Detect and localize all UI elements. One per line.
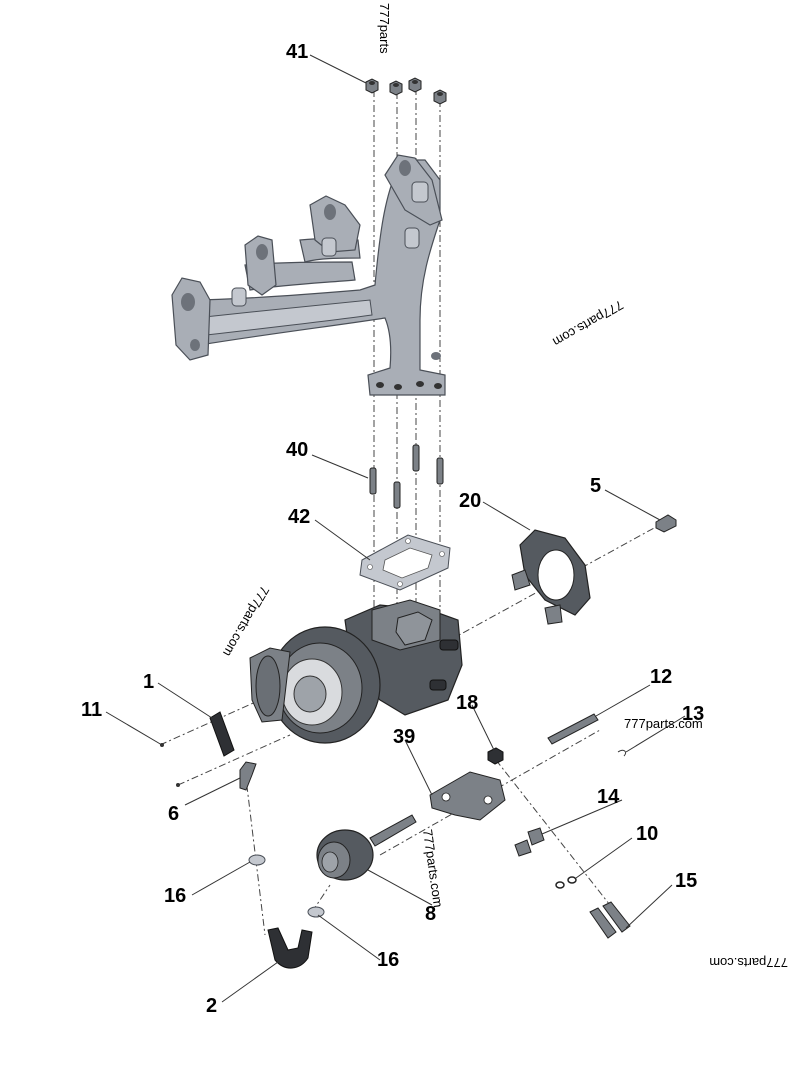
label-13: 13 bbox=[682, 703, 704, 725]
turbocharger[interactable] bbox=[249, 599, 463, 744]
watermark-left: 777parts.com bbox=[220, 584, 272, 660]
watermark-bottom-right: 777parts.com bbox=[709, 955, 788, 970]
label-18: 18 bbox=[456, 692, 478, 714]
label-6: 6 bbox=[168, 803, 179, 825]
part-13-clip[interactable] bbox=[617, 749, 627, 757]
callout-labels: 41 40 42 20 5 1 11 6 18 39 12 13 14 10 1… bbox=[81, 41, 704, 1017]
label-10: 10 bbox=[636, 823, 658, 845]
part-6-pipe-elbow[interactable] bbox=[239, 761, 257, 791]
label-2: 2 bbox=[206, 995, 217, 1017]
part-12-rod[interactable] bbox=[547, 713, 599, 745]
part-11-pin[interactable] bbox=[160, 743, 180, 787]
watermark-upper-right: 777parts.com bbox=[550, 297, 626, 349]
label-42: 42 bbox=[288, 506, 310, 528]
label-39: 39 bbox=[393, 726, 415, 748]
leader-lines bbox=[105, 54, 686, 1003]
label-11: 11 bbox=[81, 699, 102, 721]
label-5: 5 bbox=[590, 475, 601, 497]
watermark-mid-right: 777parts.com bbox=[624, 716, 703, 731]
part-20-outlet-elbow[interactable] bbox=[511, 529, 591, 625]
label-12: 12 bbox=[650, 666, 672, 688]
label-1: 1 bbox=[143, 671, 154, 693]
label-15: 15 bbox=[675, 870, 697, 892]
exhaust-manifold[interactable] bbox=[171, 154, 446, 396]
part-1-hose[interactable] bbox=[209, 711, 235, 757]
part-18-nut[interactable] bbox=[487, 747, 504, 765]
part-42-gasket[interactable] bbox=[359, 534, 451, 591]
label-14: 14 bbox=[597, 786, 620, 808]
part-8-wastegate-actuator[interactable] bbox=[316, 814, 417, 881]
label-20: 20 bbox=[459, 490, 481, 512]
label-16-right: 16 bbox=[377, 949, 399, 971]
part-40-studs[interactable] bbox=[369, 444, 444, 509]
part-14-bushings[interactable] bbox=[514, 827, 545, 857]
watermark-top: 777parts bbox=[377, 3, 392, 54]
part-15-bolts[interactable] bbox=[589, 901, 631, 939]
part-5-bolt[interactable] bbox=[655, 514, 677, 533]
watermarks: 777parts 777parts.com 777parts.com 777pa… bbox=[220, 3, 788, 970]
label-40: 40 bbox=[286, 439, 308, 461]
label-8: 8 bbox=[425, 903, 436, 925]
label-16-left: 16 bbox=[164, 885, 186, 907]
part-2-hose[interactable] bbox=[267, 927, 313, 969]
part-41-nuts[interactable] bbox=[365, 77, 447, 105]
part-16-clamps[interactable] bbox=[248, 854, 325, 918]
part-39-bracket[interactable] bbox=[429, 771, 506, 821]
part-10-washers[interactable] bbox=[555, 876, 577, 889]
label-41: 41 bbox=[286, 41, 308, 63]
watermark-lower: 777parts.com bbox=[420, 828, 446, 908]
